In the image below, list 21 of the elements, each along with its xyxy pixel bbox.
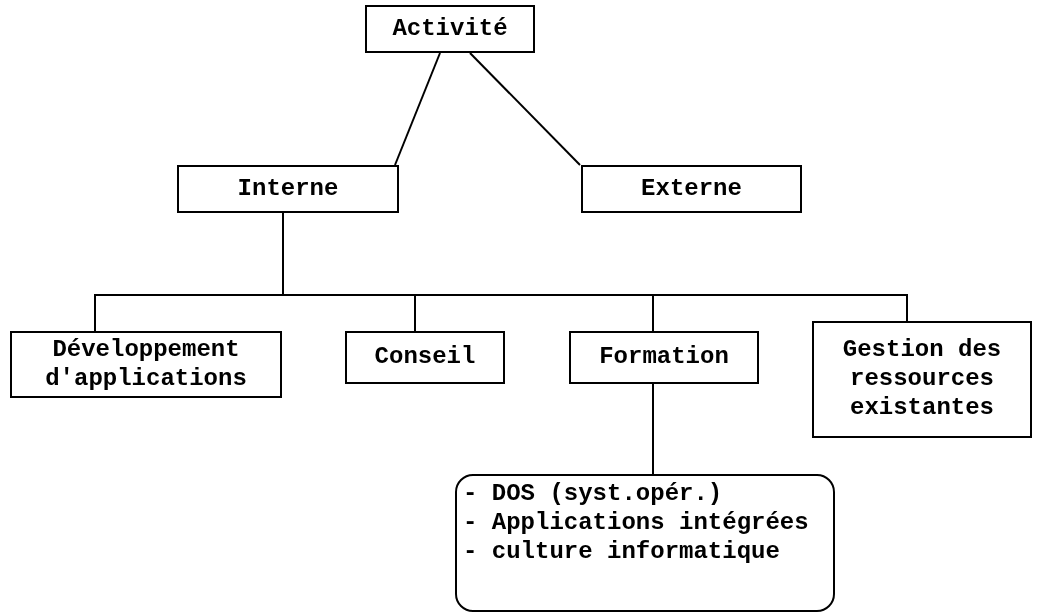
process-box <box>177 165 399 213</box>
box-label: Conseil <box>374 343 476 372</box>
process-box <box>569 331 759 384</box>
box-label: Interne <box>237 174 339 204</box>
connector-line <box>394 52 441 166</box>
process-box <box>365 5 535 53</box>
process-box <box>812 321 1032 438</box>
connector-line <box>652 383 654 475</box>
box-label: Développement d'applications <box>44 335 248 394</box>
process-box <box>345 331 505 384</box>
process-box <box>10 331 282 398</box>
box-label: Gestion des ressources existantes <box>841 336 1003 423</box>
connector-line <box>469 52 581 166</box>
rounded-box <box>455 474 835 612</box>
list-item: - Applications intégrées <box>463 508 810 538</box>
box-label: Activité <box>392 14 508 44</box>
box-label: Formation <box>599 343 729 372</box>
box-label: Externe <box>641 174 742 204</box>
list-item: - DOS (syst.opér.) <box>463 480 724 509</box>
list-item: - culture informatique <box>463 537 781 567</box>
process-box <box>581 165 802 213</box>
